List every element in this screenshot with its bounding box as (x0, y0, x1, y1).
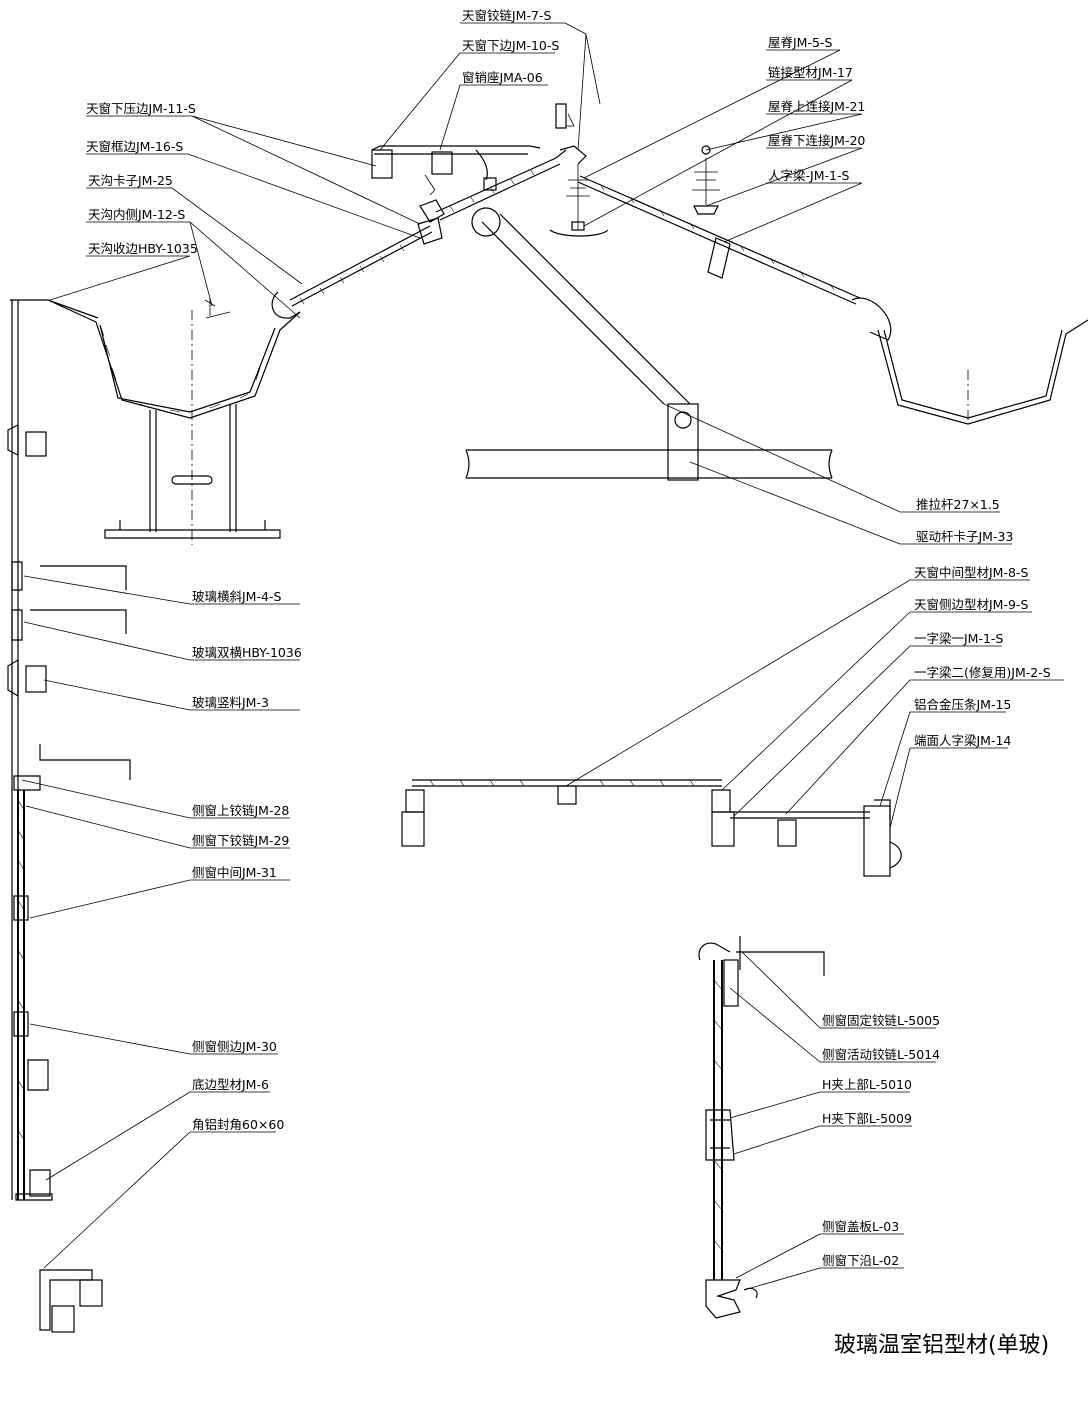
label-end-herringbone-beam: 端面人字梁JM-14 (914, 733, 1011, 748)
label-corner-angle: 角铝封角60×60 (192, 1117, 284, 1132)
label-link-profile: 链接型材JM-17 (768, 65, 853, 80)
label-glass-vertical: 玻璃竖料JM-3 (192, 695, 269, 710)
label-straight-beam-one: 一字梁一JM-1-S (914, 631, 1003, 646)
label-ridge-lower-connector: 屋脊下连接JM-20 (768, 133, 865, 148)
label-side-window-lower-hinge: 侧窗下铰链JM-29 (192, 833, 289, 848)
label-window-pin-seat: 窗销座JMA-06 (462, 70, 543, 85)
label-side-window-cover: 侧窗盖板L-03 (822, 1219, 899, 1234)
left-gutter-detail (7, 225, 433, 1333)
label-glass-double-horizontal: 玻璃双横HBY-1036 (192, 645, 302, 660)
label-skylight-bottom-edge: 天窗下边JM-10-S (462, 38, 559, 53)
label-side-window-side: 侧窗侧边JM-30 (192, 1039, 277, 1054)
skylight-ridge-detail (371, 103, 1089, 481)
label-h-clip-upper: H夹上部L-5010 (822, 1077, 912, 1092)
side-window-detail (698, 936, 825, 1319)
label-gutter-trim: 天沟收边HBY-1035 (88, 241, 198, 256)
label-side-window-upper-hinge: 侧窗上铰链JM-28 (192, 803, 289, 818)
label-skylight-hinge: 天窗铰链JM-7-S (462, 8, 551, 23)
label-gutter-clip: 天沟卡子JM-25 (88, 173, 173, 188)
label-bottom-profile: 底边型材JM-6 (192, 1077, 269, 1092)
label-ridge-upper-connector: 屋脊上连接JM-21 (768, 99, 865, 114)
leader-lines (21, 22, 1064, 1291)
label-straight-beam-two: 一字梁二(修复用)JM-2-S (914, 665, 1051, 680)
label-side-window-fixed-hinge: 侧窗固定铰链L-5005 (822, 1013, 940, 1028)
label-herringbone-beam: 人字梁-JM-1-S (768, 168, 849, 183)
label-side-window-movable-hinge: 侧窗活动铰链L-5014 (822, 1047, 940, 1062)
label-skylight-middle-profile: 天窗中间型材JM-8-S (914, 565, 1028, 580)
label-side-window-middle: 侧窗中间JM-31 (192, 865, 277, 880)
label-skylight-frame-edge: 天窗框边JM-16-S (86, 139, 183, 154)
label-skylight-lower-press: 天窗下压边JM-11-S (86, 101, 196, 116)
label-h-clip-lower: H夹下部L-5009 (822, 1111, 912, 1126)
label-ridge: 屋脊JM-5-S (768, 35, 832, 50)
label-glass-horizontal: 玻璃横斜JM-4-S (192, 589, 281, 604)
label-aluminium-strip: 铝合金压条JM-15 (914, 697, 1011, 712)
label-drive-rod-clip: 驱动杆卡子JM-33 (916, 529, 1013, 544)
skylight-cross-section (401, 779, 902, 877)
label-skylight-side-profile: 天窗侧边型材JM-9-S (914, 597, 1028, 612)
label-side-window-sill: 侧窗下沿L-02 (822, 1253, 899, 1268)
label-gutter-inner-side: 天沟内侧JM-12-S (88, 207, 185, 222)
label-push-rod: 推拉杆27×1.5 (916, 497, 1000, 512)
drawing-title: 玻璃温室铝型材(单玻) (834, 1333, 1049, 1358)
labels: 天窗铰链JM-7-S 天窗下边JM-10-S 窗销座JMA-06 屋脊JM-5-… (86, 8, 1051, 1268)
